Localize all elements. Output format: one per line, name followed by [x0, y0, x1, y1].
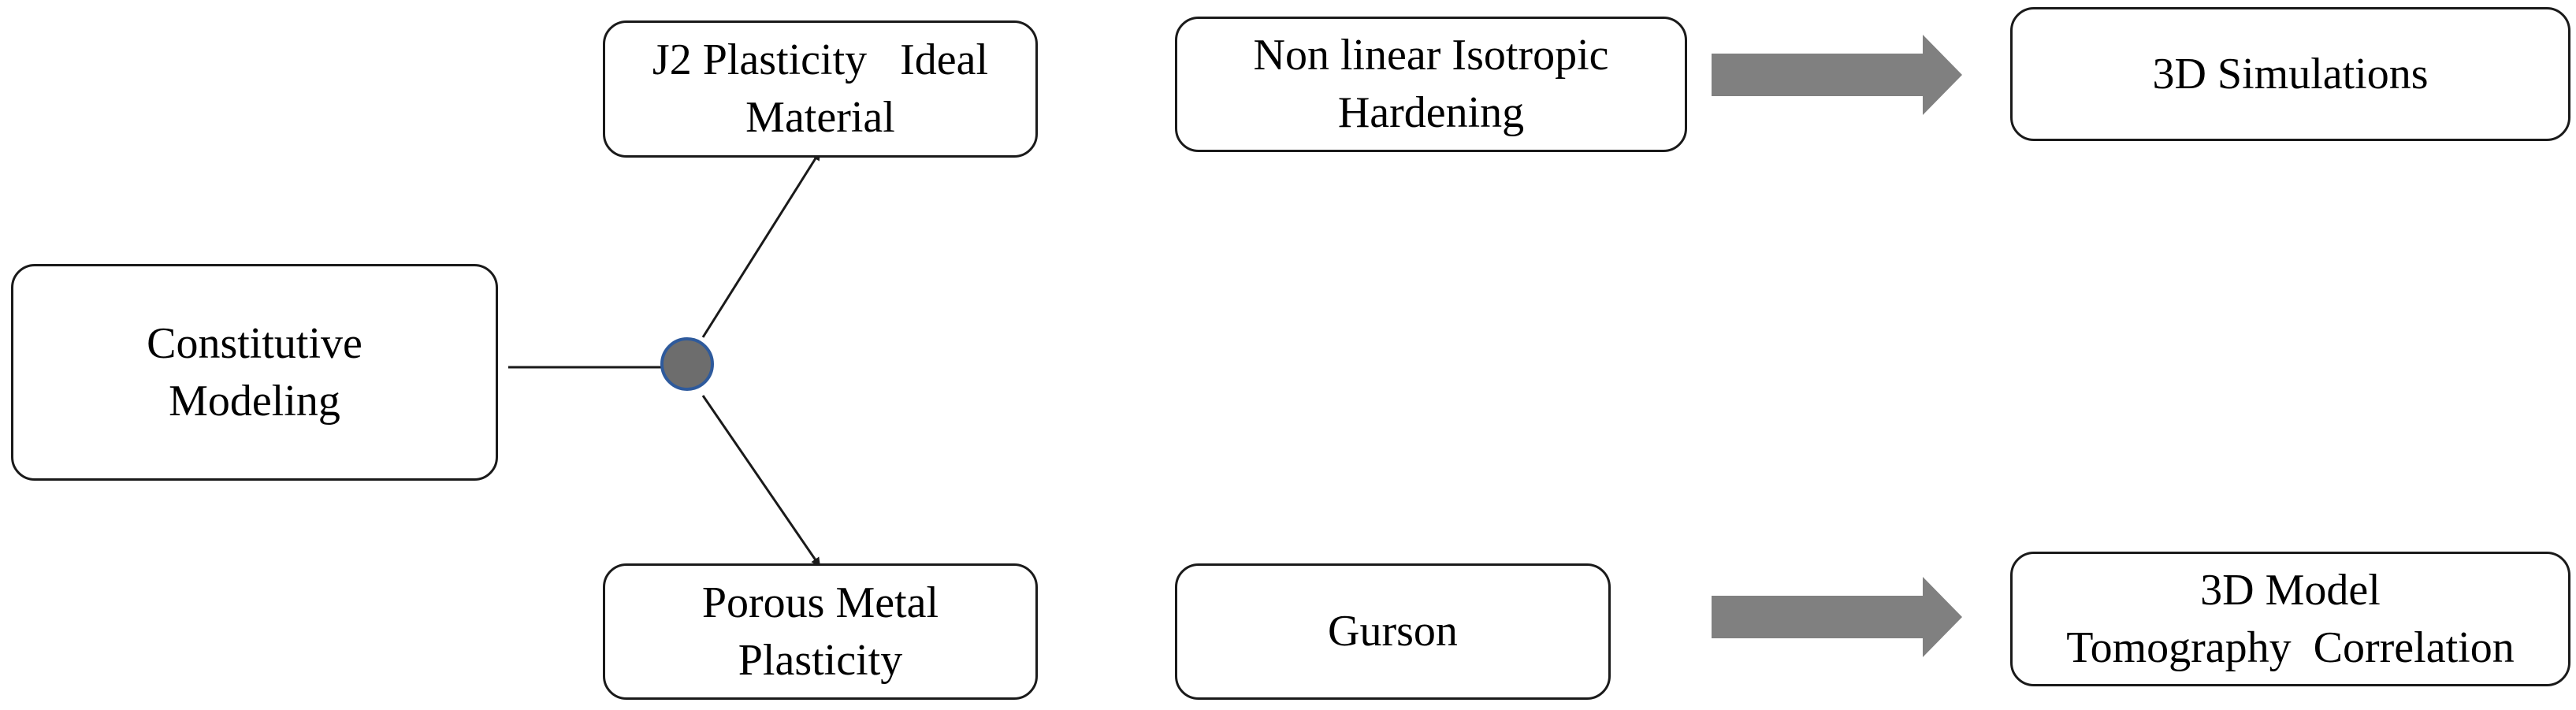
- j2-plasticity-line-2: Material: [745, 93, 895, 142]
- arrow-to-porous-plasticity: [701, 395, 821, 567]
- porous-metal-line-2: Plasticity: [738, 635, 903, 685]
- 3d-model-line-2: Tomography Correlation: [2066, 623, 2515, 672]
- 3d-simulations-label: 3D Simulations: [2152, 49, 2429, 99]
- 3d-model-line-1: 3D Model: [2200, 565, 2381, 615]
- gurson-box: Gurson: [1175, 563, 1611, 700]
- hardening-line-1: Non linear Isotropic: [1253, 31, 1609, 80]
- constitutive-modeling-line-1: Constitutive: [147, 318, 362, 368]
- j2-plasticity-box: J2 Plasticity Ideal Material: [603, 20, 1038, 158]
- porous-metal-plasticity-box: Porous Metal Plasticity: [603, 563, 1038, 700]
- arrow-to-j2-plasticity: [701, 151, 821, 338]
- big-arrow-top: [1712, 35, 1962, 115]
- constitutive-modeling-line-2: Modeling: [169, 376, 340, 426]
- constitutive-modeling-box: Constitutive Modeling: [11, 264, 498, 481]
- big-arrow-bottom: [1712, 577, 1962, 657]
- 3d-simulations-box: 3D Simulations: [2010, 7, 2570, 141]
- 3d-model-tomography-box: 3D Model Tomography Correlation: [2010, 552, 2570, 686]
- hardening-line-2: Hardening: [1337, 88, 1525, 137]
- porous-metal-line-1: Porous Metal: [701, 578, 939, 627]
- j2-plasticity-line-1: J2 Plasticity Ideal: [652, 35, 989, 85]
- gurson-label: Gurson: [1328, 607, 1458, 656]
- nonlinear-isotropic-hardening-box: Non linear Isotropic Hardening: [1175, 17, 1687, 152]
- junction-node: [660, 337, 714, 391]
